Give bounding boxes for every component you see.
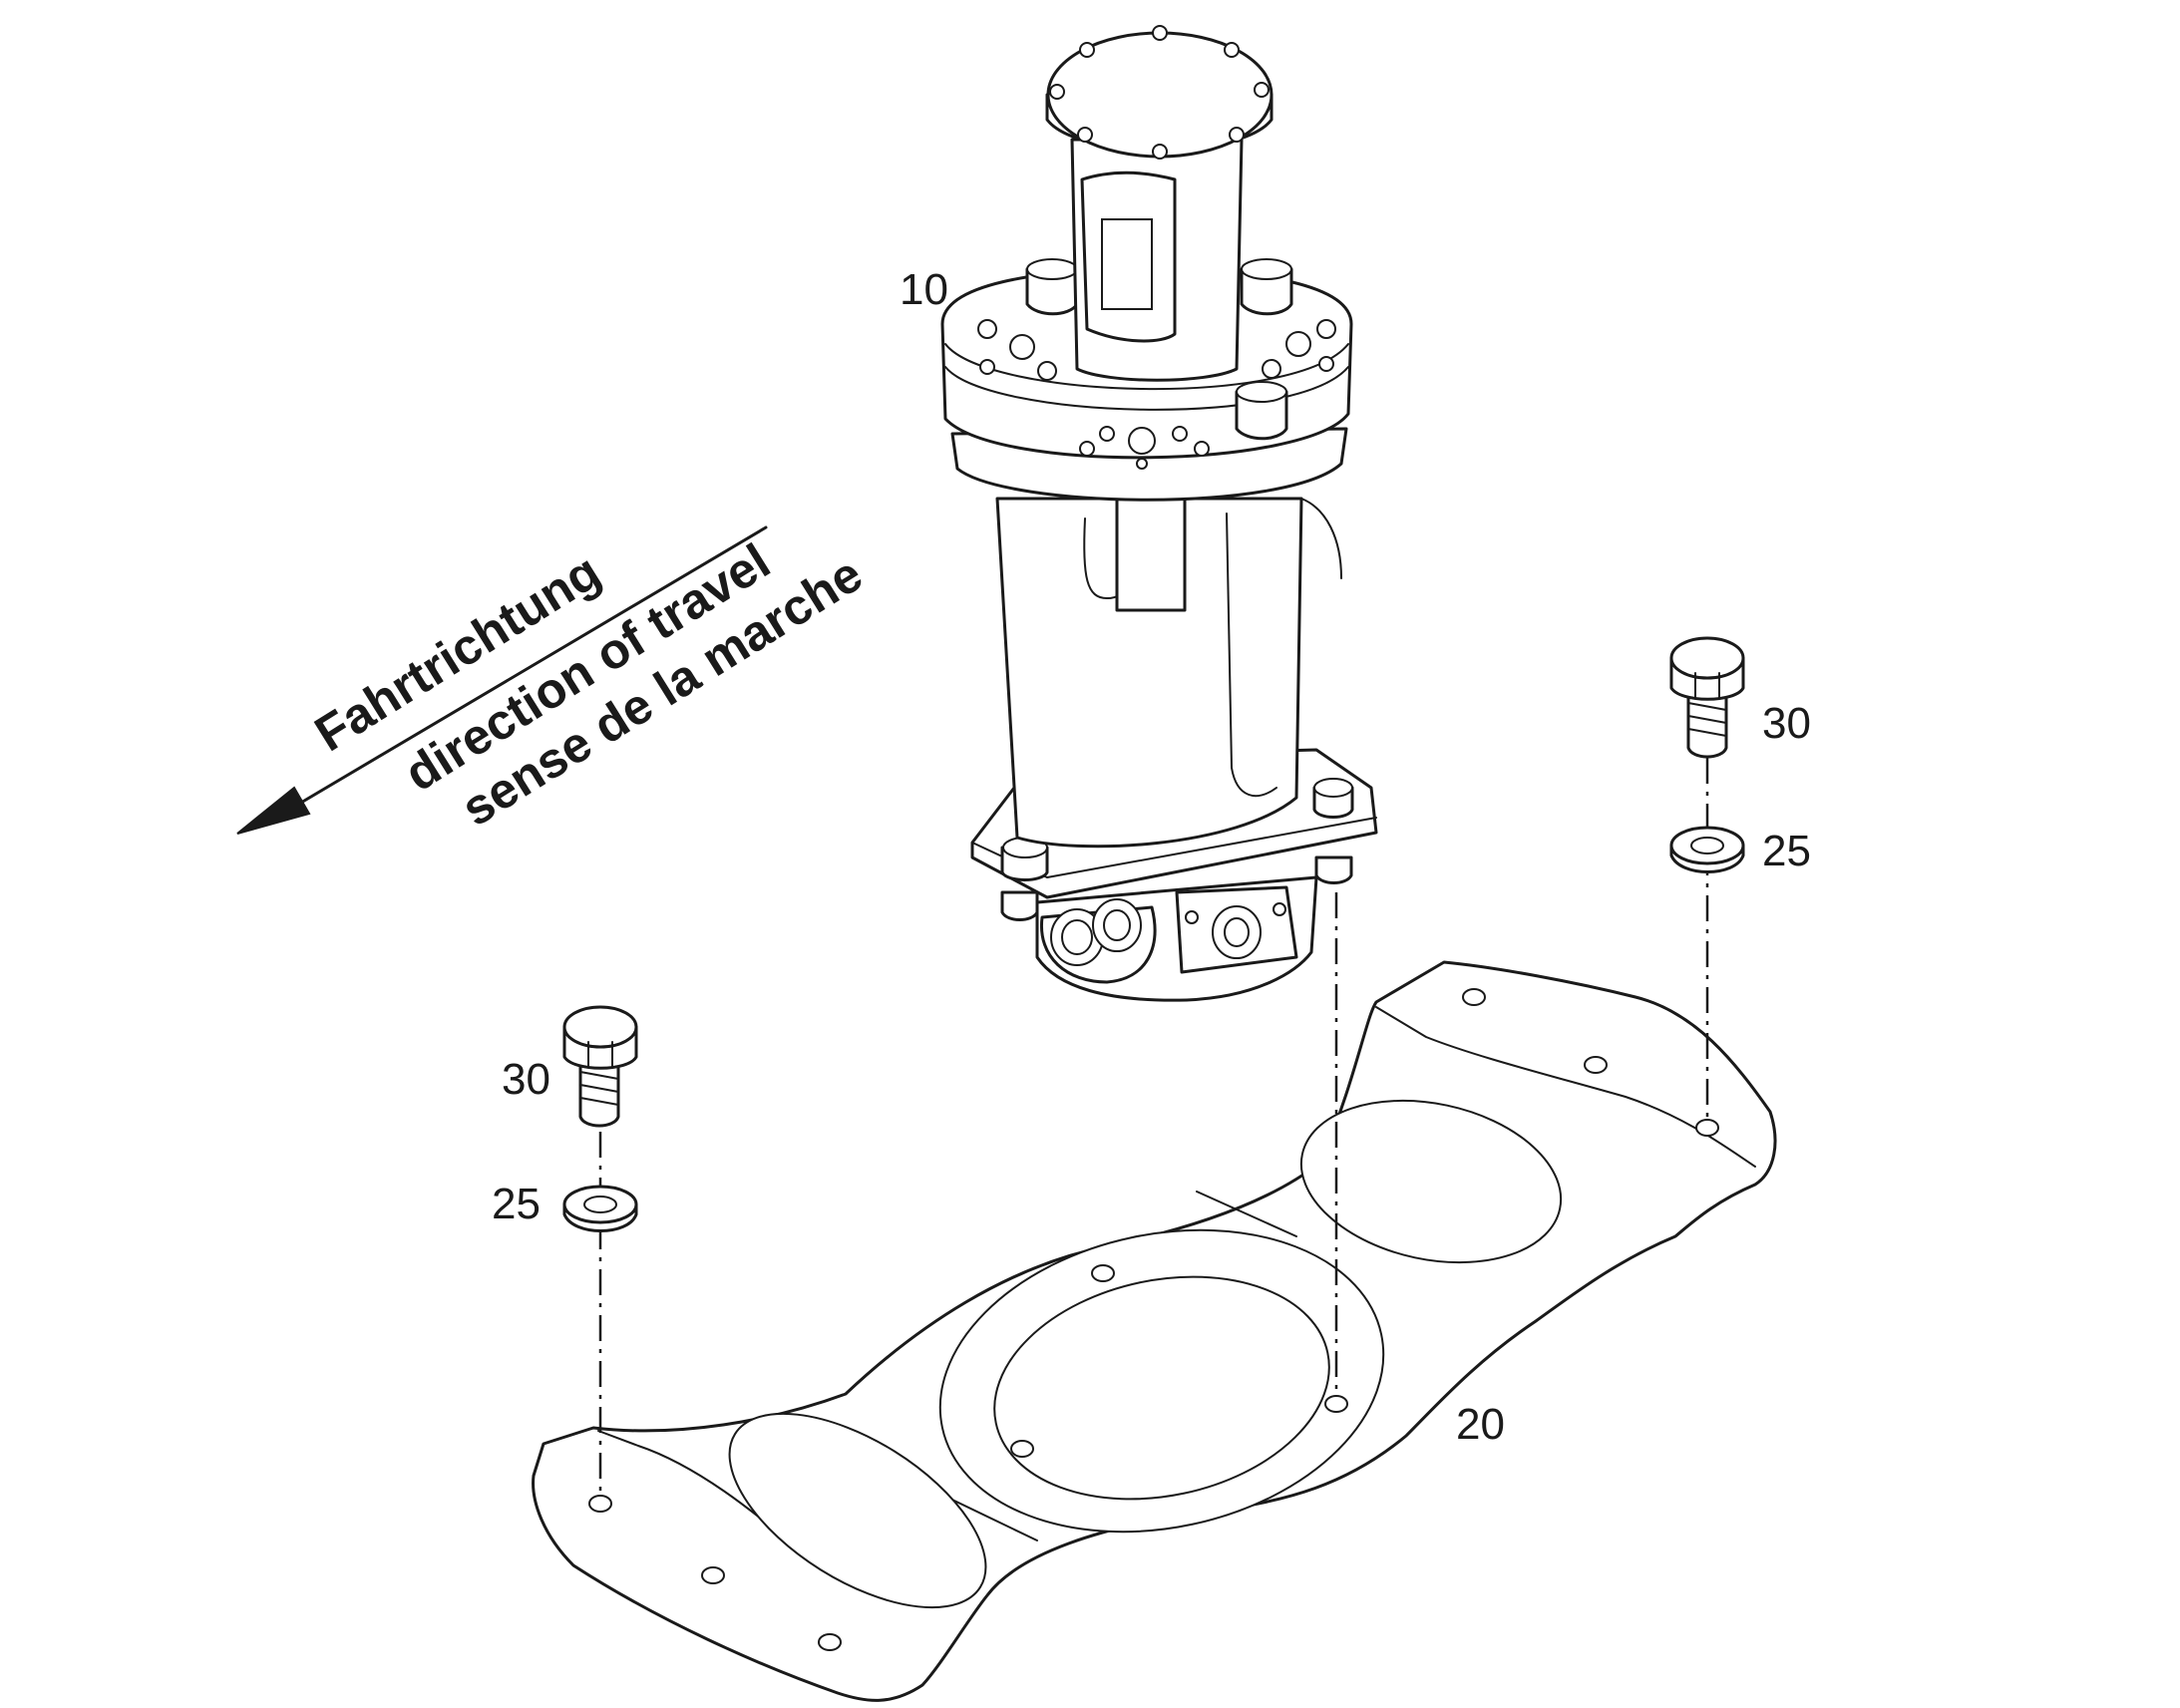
callout-25-right: 25 xyxy=(1762,827,1811,875)
bolt-left xyxy=(562,1005,638,1128)
washer-right xyxy=(1669,826,1745,873)
mounting-plate xyxy=(532,960,1777,1702)
swivel-joint xyxy=(940,25,1378,1002)
callout-10: 10 xyxy=(900,265,948,314)
direction-arrow xyxy=(236,525,768,835)
washer-left xyxy=(562,1185,638,1232)
callout-30-left: 30 xyxy=(502,1055,550,1104)
callout-30-right: 30 xyxy=(1762,699,1811,748)
callout-20: 20 xyxy=(1456,1400,1505,1449)
bolt-right xyxy=(1669,636,1745,759)
callout-25-left: 25 xyxy=(492,1180,541,1228)
